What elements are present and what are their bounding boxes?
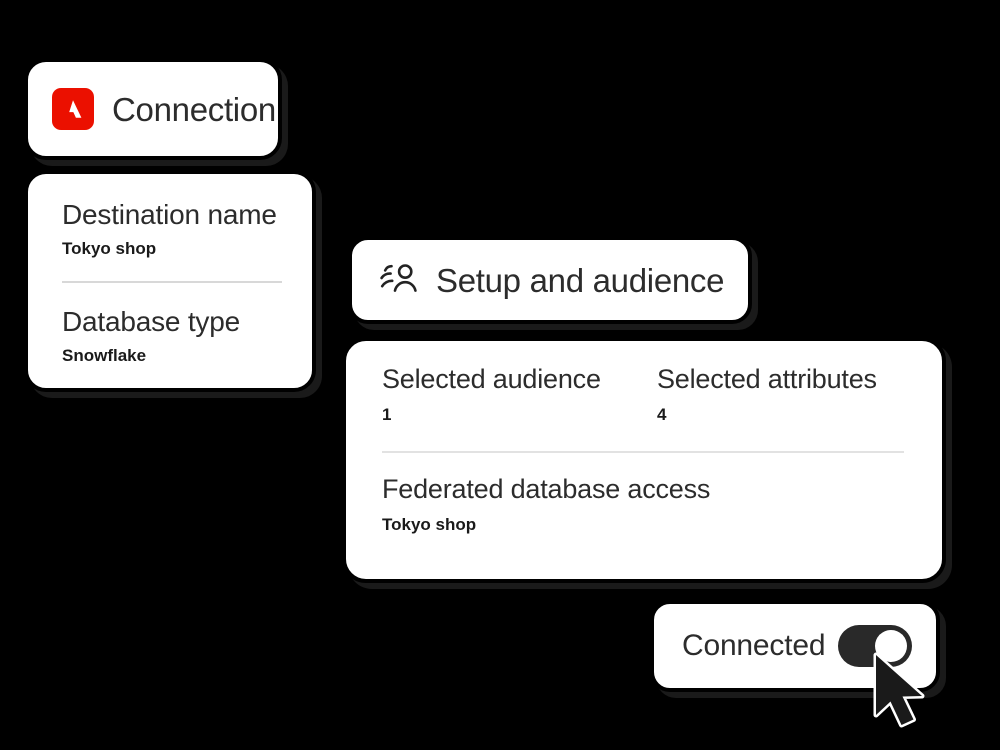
connected-card[interactable]: Connected <box>650 600 940 692</box>
selected-audience-value: 1 <box>382 405 392 425</box>
destination-name-label: Destination name <box>62 199 277 230</box>
adobe-logo-icon <box>52 88 94 130</box>
destination-card: Destination name Tokyo shop Database typ… <box>24 170 316 392</box>
setup-and-audience-card[interactable]: Setup and audience <box>348 236 752 324</box>
audience-group-icon <box>378 261 420 300</box>
database-type-field: Database type Snowflake <box>62 305 282 366</box>
setup-and-audience-title: Setup and audience <box>436 261 725 299</box>
connection-card[interactable]: Connection <box>24 58 282 160</box>
selected-audience-label: Selected audience <box>382 364 601 394</box>
destination-name-value: Tokyo shop <box>62 239 157 259</box>
selected-attributes-stat: Selected attributes 4 <box>657 364 877 425</box>
stats-row: Selected audience 1 Selected attributes … <box>382 364 904 425</box>
destination-name-field: Destination name Tokyo shop <box>62 199 282 259</box>
panel-divider <box>382 450 904 453</box>
destination-divider <box>62 280 282 283</box>
connected-toggle[interactable] <box>838 625 912 667</box>
selected-attributes-label: Selected attributes <box>657 364 877 394</box>
database-type-label: Database type <box>62 305 240 337</box>
connected-toggle-knob <box>875 630 907 662</box>
selected-attributes-value: 4 <box>657 405 667 425</box>
audience-summary-panel: Selected audience 1 Selected attributes … <box>342 337 946 583</box>
connection-title: Connection <box>112 90 276 128</box>
selected-audience-stat: Selected audience 1 <box>382 364 657 425</box>
federated-database-access-field: Federated database access Tokyo shop <box>382 473 904 535</box>
federated-database-access-label: Federated database access <box>382 473 711 504</box>
connected-label: Connected <box>682 629 826 662</box>
federated-database-access-value: Tokyo shop <box>382 515 477 534</box>
database-type-value: Snowflake <box>62 346 147 366</box>
